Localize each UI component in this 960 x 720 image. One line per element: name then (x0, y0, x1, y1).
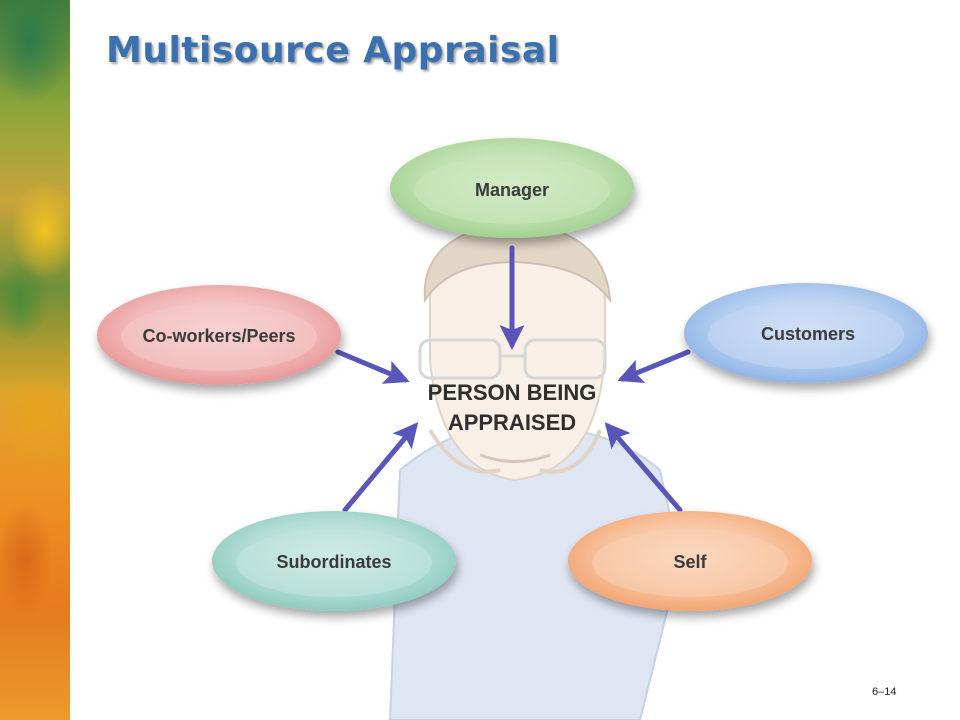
node-label-self: Self (673, 552, 707, 572)
arrow-subordinates (342, 422, 419, 513)
arrow-self (604, 422, 683, 513)
slide-number: 6–14 (872, 686, 897, 698)
arrows (335, 245, 691, 513)
node-label-customers: Customers (761, 324, 855, 344)
node-subordinates (212, 511, 456, 611)
node-label-subordinates: Subordinates (276, 552, 391, 572)
center-label-line2: APPRAISED (448, 410, 576, 435)
node-manager (390, 138, 634, 238)
arrow-customers (617, 349, 691, 383)
node-customers (684, 283, 928, 383)
node-label-coworkers: Co-workers/Peers (142, 326, 295, 346)
node-self (568, 511, 812, 611)
decorative-side-strip (0, 0, 70, 720)
node-label-manager: Manager (475, 180, 549, 200)
center-label-line1: PERSON BEING (428, 380, 597, 405)
slide-title: Multisource Appraisal (106, 30, 560, 71)
node-coworkers (97, 285, 341, 385)
person-illustration (388, 220, 682, 720)
arrow-coworkers (335, 349, 410, 384)
